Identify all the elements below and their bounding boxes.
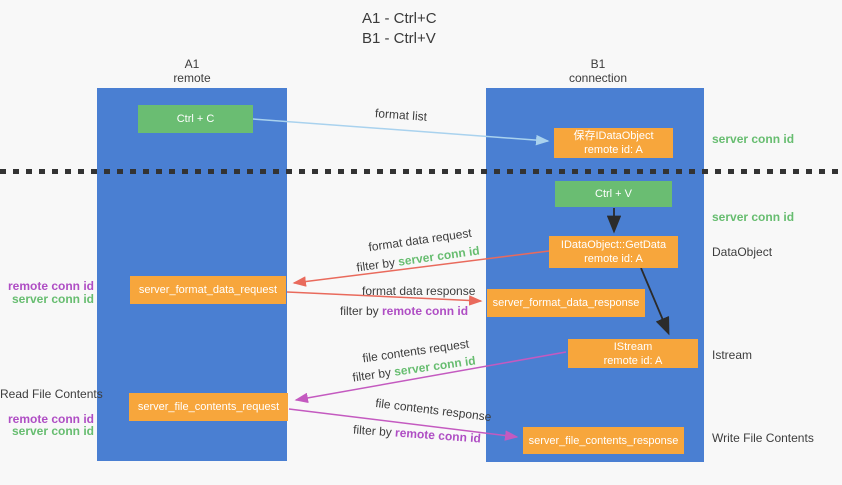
node-ctrl-c: Ctrl + C — [138, 105, 253, 133]
right-label-write-file-contents: Write File Contents — [712, 431, 814, 445]
title-line-2: B1 - Ctrl+V — [362, 30, 436, 47]
node-idataobject-getdata: IDataObject::GetData remote id: A — [549, 236, 678, 268]
label-file-contents-response: file contents response — [374, 395, 493, 425]
column-header-b1: B1 connection — [548, 57, 648, 85]
node-getdata-line1: IDataObject::GetData — [560, 239, 667, 251]
remote-conn-id-inline: remote conn id — [382, 304, 469, 318]
node-server-format-data-response: server_format_data_response — [487, 289, 645, 317]
left-label-read-file-contents: Read File Contents — [0, 387, 103, 401]
node-server-format-data-request: server_format_data_request — [130, 276, 286, 304]
column-b1-name: B1 — [590, 57, 606, 71]
right-label-istream: Istream — [712, 348, 753, 362]
label-filter-remote-conn-2: filter by remote conn id — [353, 423, 482, 446]
node-istream-line2: remote id: A — [603, 354, 663, 367]
node-format-response-label: server_format_data_response — [492, 297, 640, 309]
node-server-file-contents-request: server_file_contents_request — [129, 393, 288, 421]
left-label-server-conn-id-1: server conn id — [11, 292, 94, 306]
node-ctrl-v-label: Ctrl + V — [595, 188, 632, 200]
column-header-a1: A1 remote — [142, 57, 242, 85]
node-file-response-label: server_file_contents_response — [528, 434, 679, 447]
filter-prefix: filter by — [340, 304, 383, 318]
left-label-remote-conn-id-1: remote conn id — [7, 279, 94, 293]
title-line-1: A1 - Ctrl+C — [362, 10, 437, 27]
node-save-dataobject-line2: remote id: A — [584, 144, 643, 156]
filter-prefix: filter by — [352, 422, 396, 440]
diagram-title: A1 - Ctrl+C B1 - Ctrl+V — [362, 9, 437, 49]
node-ctrl-v: Ctrl + V — [555, 181, 672, 207]
column-a1-role: remote — [173, 71, 211, 85]
node-server-file-contents-response: server_file_contents_response — [523, 427, 684, 454]
node-istream: IStream remote id: A — [568, 339, 698, 368]
right-label-server-conn-id-1: server conn id — [712, 132, 795, 146]
node-save-dataobject: 保存IDataObject remote id: A — [554, 128, 673, 158]
remote-conn-id-inline: remote conn id — [394, 425, 482, 446]
label-format-data-response: format data response — [362, 284, 476, 298]
node-getdata-line2: remote id: A — [584, 253, 643, 265]
label-format-list: format list — [374, 106, 428, 124]
filter-prefix: filter by — [355, 254, 400, 275]
filter-prefix: filter by — [351, 364, 396, 385]
label-filter-remote-conn-1: filter by remote conn id — [340, 304, 468, 318]
left-label-server-conn-id-2: server conn id — [11, 424, 94, 438]
node-format-request-label: server_format_data_request — [138, 284, 278, 296]
right-label-dataobject: DataObject — [712, 245, 773, 259]
node-ctrl-c-label: Ctrl + C — [176, 113, 215, 125]
node-save-dataobject-line1: 保存IDataObject — [573, 130, 654, 142]
column-b1-role: connection — [568, 71, 628, 85]
node-istream-line1: IStream — [613, 340, 653, 353]
node-file-request-label: server_file_contents_request — [137, 401, 280, 413]
separator-dotted-line — [0, 169, 842, 174]
right-label-server-conn-id-2: server conn id — [712, 210, 795, 224]
left-label-remote-conn-id-2: remote conn id — [7, 412, 94, 426]
column-a1-name: A1 — [184, 57, 200, 71]
